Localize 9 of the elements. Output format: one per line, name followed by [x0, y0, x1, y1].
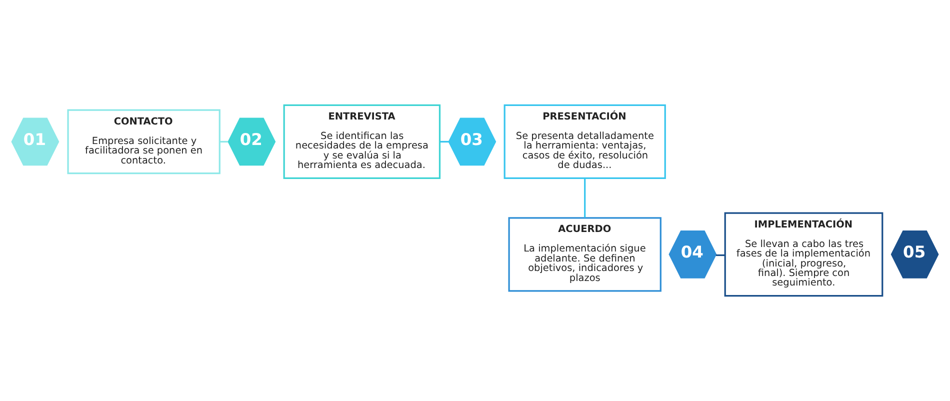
node-box: ENTREVISTA Se identifican las necesidades de la empresa y se evalúa si la herramienta es adecuada.: [283, 104, 441, 180]
connector: [220, 140, 228, 143]
connector: [716, 254, 725, 256]
connector: [584, 178, 586, 218]
node-box: ACUERDO La implementación sigue adelante. Se definen objetivos, indicadores y plazos: [508, 217, 662, 292]
node-box: PRESENTACIÓN Se presenta detalladamente la herramienta: ventajas, casos de éxito, resolución de dudas...: [504, 104, 666, 180]
connector: [440, 140, 449, 143]
node-box: CONTACTO Empresa solicitante y facilitadora se ponen en contacto.: [67, 109, 220, 174]
node-box: IMPLEMENTACIÓN Se llevan a cabo las tres fases de la implementación (inicial, progreso, final). Siempre con seguimiento.: [724, 212, 884, 297]
